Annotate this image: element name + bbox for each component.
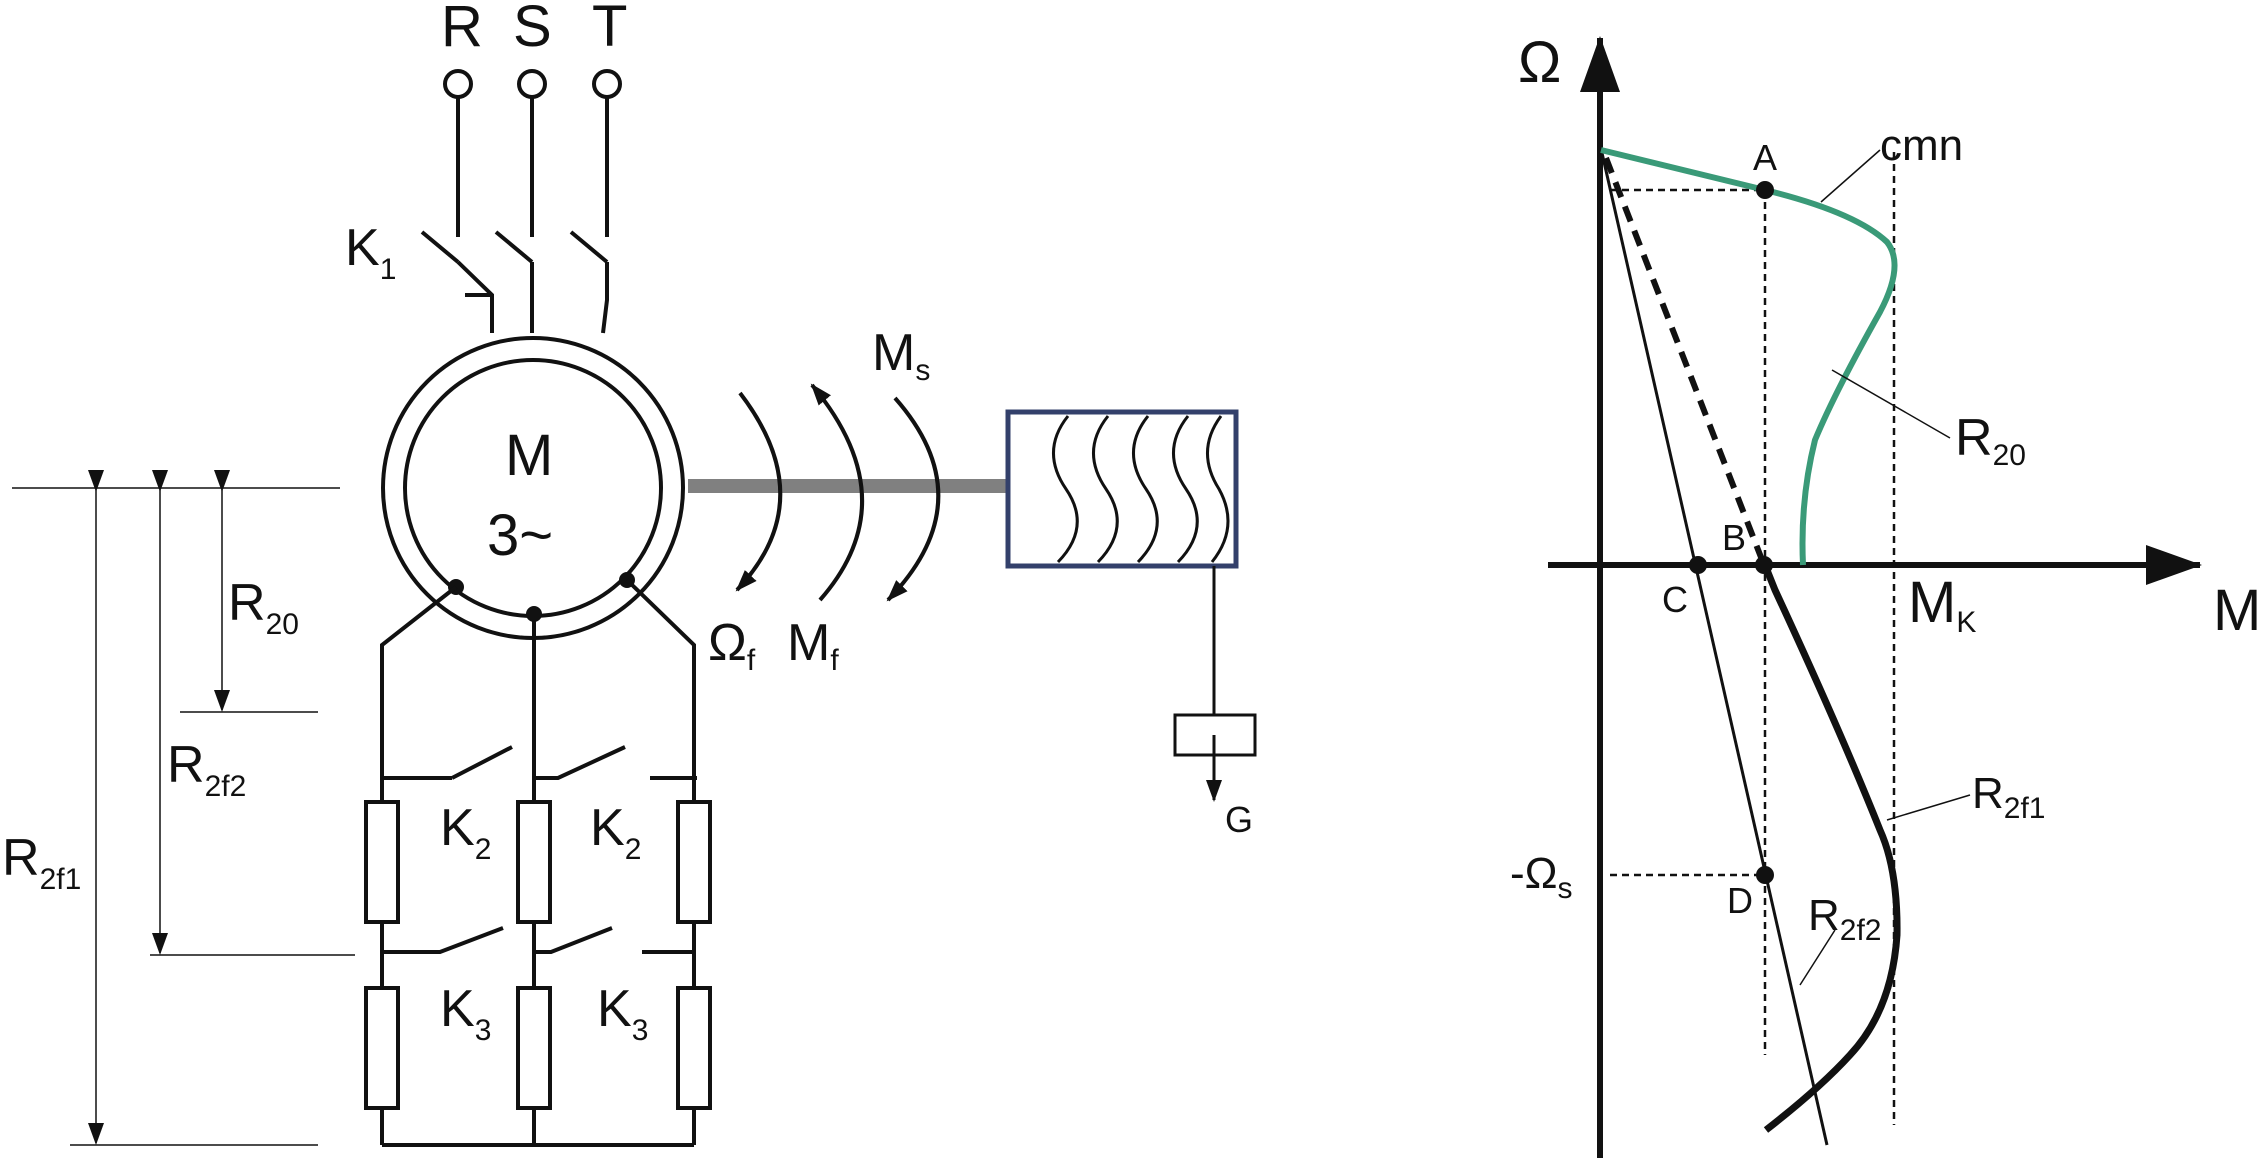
r2f1-dimension-label: R2f1 [2,829,81,896]
natural-characteristic [1600,147,1898,566]
point-c-marker [1689,556,1707,574]
k3-label-left: K3 [440,980,491,1047]
mk-label: MK [1908,570,1976,639]
resistor-bottom-1 [364,986,400,1110]
point-d-label: D [1727,880,1753,921]
transition-line [1603,156,1767,567]
point-c-label: C [1662,579,1688,620]
ms-label: Ms [872,324,930,387]
phase-label-s: S [513,0,552,59]
phase-label-r: R [441,0,483,59]
r20-curve-label: R20 [1955,409,2026,472]
curve-label-cmn: cmn [1880,121,1963,170]
rotor-wiring [380,578,697,1147]
dashed-guides [1610,152,1896,1125]
r2f2-curve-label: R2f2 [1808,891,1882,947]
r2f1-characteristic [1761,563,1901,1133]
omega-f-label: Ωf [708,614,756,677]
motor-label-line1: M [505,423,553,488]
resistor-top-1 [364,800,400,924]
y-axis-label: Ω [1518,30,1561,95]
k2-label-left: K2 [440,799,491,866]
point-a-marker [1756,181,1774,199]
point-a-label: A [1753,137,1777,178]
mf-label: Mf [787,614,839,677]
k2-label-right: K2 [590,799,641,866]
speed-torque-graph: Ω M A B C D c [1510,30,2261,1158]
resistor-top-2 [516,800,552,924]
leader-lines [1799,149,1971,986]
terminal-t [592,69,622,99]
rotor-resistors [364,800,712,1110]
load-drum: G [1005,409,1257,840]
k1-label: K1 [345,219,396,286]
resistor-bottom-3 [676,986,712,1110]
neg-omega-s-label: -Ωs [1510,849,1573,905]
terminal-s [517,69,547,99]
contactor-k1 [420,97,609,334]
resistance-dimensions [12,470,355,1146]
motor-label-line2: 3~ [487,503,553,568]
circuit-schematic: R S T K1 M 3~ [2,0,1257,1147]
point-b-label: B [1722,517,1746,558]
point-b-marker [1755,556,1773,574]
resistor-top-3 [676,800,712,924]
resistor-bottom-2 [516,986,552,1110]
x-axis-label: M [2213,578,2261,643]
terminal-r [443,69,473,99]
supply-terminals: R S T [441,0,627,99]
k3-label-right: K3 [597,980,648,1047]
point-d-marker [1756,866,1774,884]
r2f2-dimension-label: R2f2 [167,736,246,803]
r2f1-curve-label: R2f1 [1972,769,2046,825]
phase-label-t: T [592,0,627,59]
r2f2-characteristic [1600,152,1829,1146]
r20-dimension-label: R20 [228,574,299,641]
motor-shaft [688,479,1008,493]
torque-arrows [735,383,941,602]
weight-label: G [1225,799,1253,840]
